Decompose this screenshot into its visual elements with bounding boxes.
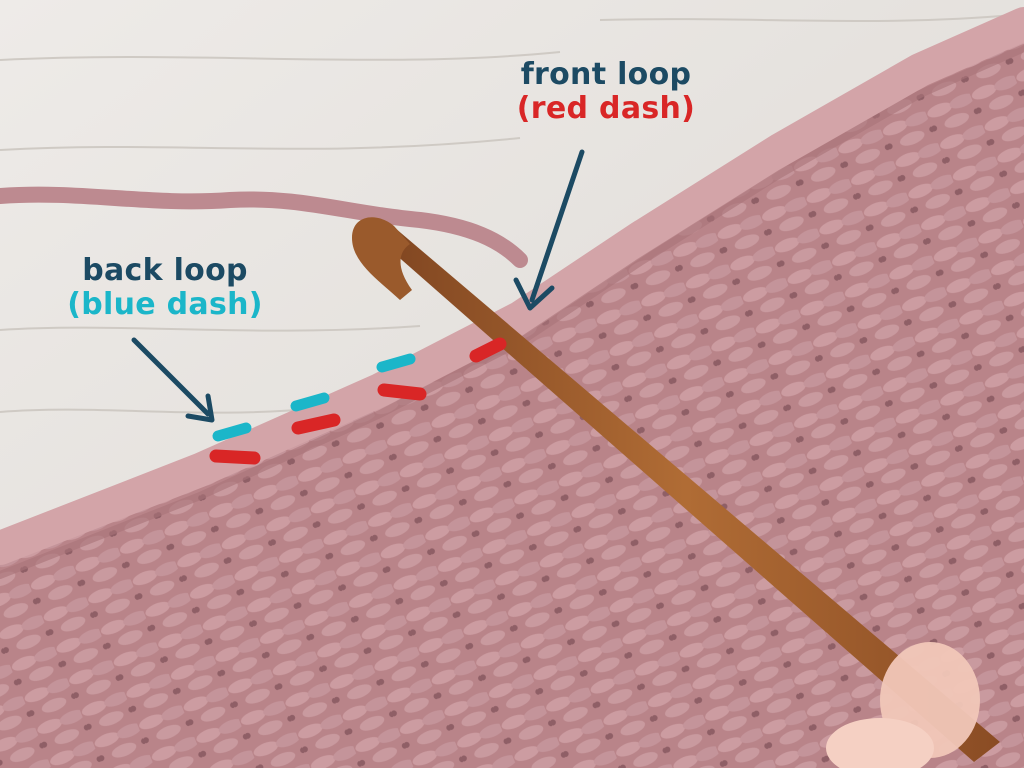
blue-dash	[212, 422, 252, 442]
red-dash	[209, 449, 261, 465]
red-dash	[291, 413, 341, 435]
blue-dash	[376, 353, 416, 373]
blue-dash	[290, 392, 330, 412]
wood-grain	[0, 13, 1024, 414]
front-loop-label: front loop (red dash)	[496, 58, 716, 126]
arrow-down-right-icon	[131, 337, 215, 423]
crochet-fabric	[0, 24, 1024, 768]
back-loop-title: back loop	[82, 253, 248, 288]
arrow-down-icon	[513, 149, 585, 311]
front-loop-detail: (red dash)	[516, 91, 696, 126]
red-dash	[469, 337, 507, 363]
red-dashes	[209, 337, 507, 465]
back-loop-detail: (blue dash)	[67, 287, 263, 322]
crochet-hook	[370, 222, 1000, 762]
red-dash	[377, 383, 427, 401]
back-loop-label: back loop (blue dash)	[50, 254, 280, 322]
front-loop-title: front loop	[520, 57, 692, 92]
blue-dashes	[212, 353, 416, 442]
yarn-strand	[0, 186, 528, 268]
finger	[826, 718, 934, 768]
hook-head	[352, 217, 412, 300]
